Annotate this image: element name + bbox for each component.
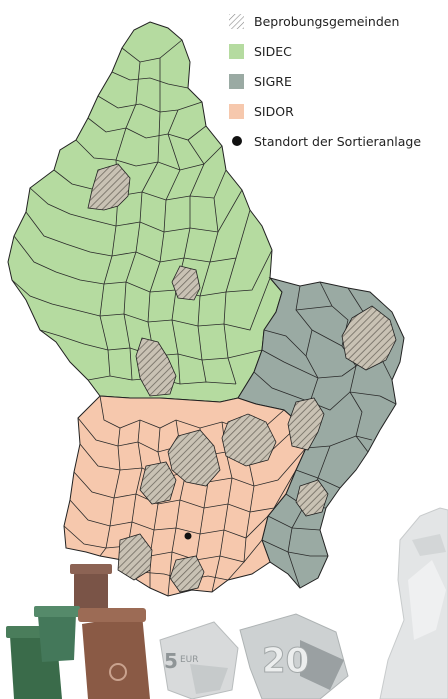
- site-dot-icon: [232, 136, 242, 146]
- map-legend: Beprobungsgemeinden SIDEC SIGRE SIDOR St…: [229, 6, 421, 156]
- legend-label-hatch: Beprobungsgemeinden: [254, 13, 400, 29]
- sigre-swatch: [229, 73, 244, 89]
- legend-label-sidor: SIDOR: [254, 103, 294, 119]
- sample-municipality: [117, 533, 153, 581]
- sample-municipality: [87, 163, 131, 211]
- banknote-20-value: 20: [262, 641, 309, 681]
- sample-municipality: [221, 413, 277, 467]
- banknote-5-currency: EUR: [180, 655, 199, 665]
- banknote-illustrations: 5 EUR 20: [159, 613, 349, 699]
- legend-item-sidor: SIDOR: [229, 96, 421, 126]
- sidor-swatch: [229, 103, 244, 119]
- sample-municipality: [287, 397, 325, 451]
- sorting-plant-marker: [184, 532, 192, 540]
- legend-item-site: Standort der Sortieranlage: [229, 126, 421, 156]
- sample-municipality: [135, 337, 177, 397]
- legend-label-sigre: SIGRE: [254, 73, 292, 89]
- legend-item-sigre: SIGRE: [229, 66, 421, 96]
- sample-municipalities: [87, 163, 397, 593]
- legend-label-sidec: SIDEC: [254, 43, 292, 59]
- banknote-5-value: 5: [164, 649, 178, 673]
- sample-municipality: [139, 461, 177, 505]
- legend-label-site: Standort der Sortieranlage: [254, 133, 422, 149]
- sample-municipality: [171, 265, 201, 301]
- recycling-icon: [109, 663, 127, 681]
- plastic-bag-illustration: [379, 507, 448, 699]
- sample-municipality: [295, 479, 329, 517]
- sample-municipality: [167, 429, 221, 487]
- green-bin-middle: [38, 614, 76, 662]
- sample-municipality: [169, 555, 205, 593]
- bin-illustrations: [6, 564, 150, 699]
- legend-item-hatch: Beprobungsgemeinden: [229, 6, 421, 36]
- sample-municipality: [341, 305, 397, 371]
- sidec-swatch: [229, 43, 244, 59]
- legend-item-sidec: SIDEC: [229, 36, 421, 66]
- brown-bin-front: [82, 614, 150, 699]
- hatch-swatch: [229, 13, 244, 29]
- brown-bin-back: [74, 572, 108, 616]
